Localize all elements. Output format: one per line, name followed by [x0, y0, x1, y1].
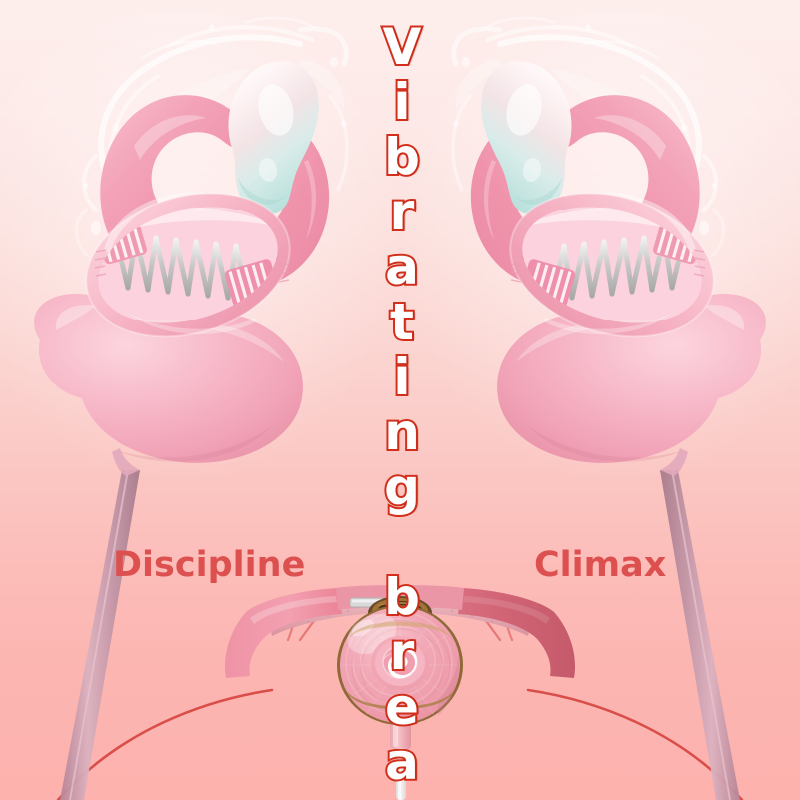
- decor-curve-right: [526, 688, 744, 800]
- left-c-ring: [100, 95, 330, 293]
- strap-right: [458, 588, 576, 678]
- right-base-body: [497, 294, 766, 476]
- right-tip: [481, 61, 572, 215]
- left-base-body: [34, 294, 303, 476]
- decor-curve-strap-left: [286, 594, 302, 642]
- strap-top-band: [336, 585, 464, 610]
- left-spring-ring: [85, 192, 291, 338]
- glow-right: [400, 10, 800, 480]
- left-coil-end-a: [97, 219, 147, 265]
- caption-discipline: Discipline: [113, 545, 306, 585]
- right-spring-ring: [509, 192, 715, 338]
- decor-curve-right-inner: [458, 590, 502, 642]
- headline: Vibrating breasts: [366, 16, 438, 800]
- cord-left: [60, 469, 140, 800]
- cord-right: [660, 469, 740, 800]
- spiral-swirl-logo: [382, 647, 418, 679]
- right-c-ring: [470, 95, 700, 293]
- headline-text: Vibrating breasts: [371, 16, 433, 800]
- glow-left: [0, 10, 400, 480]
- caption-climax: Climax: [534, 545, 667, 585]
- right-spring-coil: [518, 207, 704, 320]
- strap-left: [224, 588, 342, 678]
- right-coil-end-a: [653, 219, 703, 265]
- right-coil-end-b: [520, 259, 576, 307]
- left-spring-coil: [96, 207, 282, 320]
- puck-gold-ring: [368, 596, 432, 630]
- strap-inner-lining: [268, 590, 532, 636]
- controller-cable: [390, 712, 411, 800]
- controller-puck: [337, 605, 463, 725]
- left-coil-end-b: [224, 259, 280, 307]
- decor-curve-left-inner: [298, 590, 342, 642]
- left-tip: [228, 61, 319, 215]
- strap-clasp: [349, 597, 413, 619]
- decor-curve-strap-right: [498, 594, 514, 642]
- decor-curve-left: [56, 688, 274, 800]
